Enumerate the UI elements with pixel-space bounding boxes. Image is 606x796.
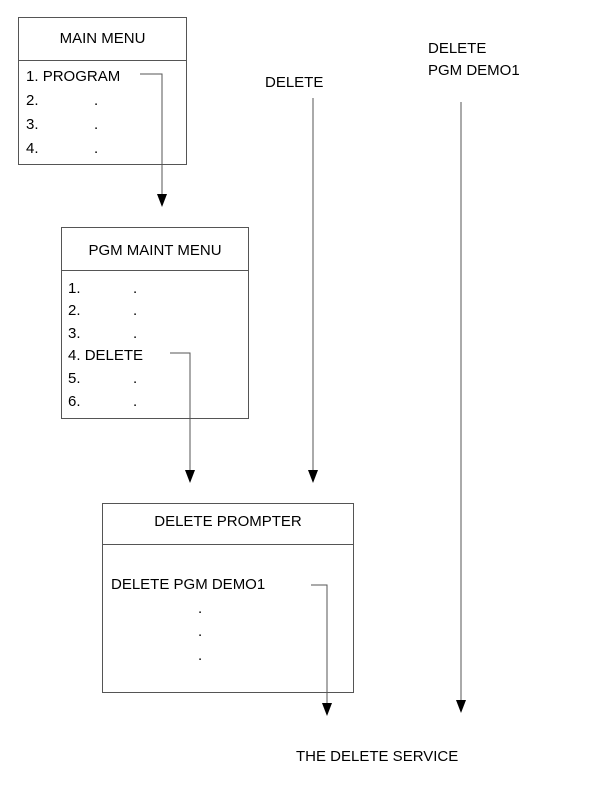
main-menu-item-label: .: [94, 140, 99, 157]
delete-prompter-dot-3: .: [198, 647, 203, 664]
main-menu-item-label: PROGRAM: [42, 68, 121, 85]
delete-prompter-command: DELETE PGM DEMO1: [111, 576, 266, 593]
delete-pgm-arrowhead: [456, 700, 466, 713]
main-menu-item-label: .: [94, 92, 99, 109]
pgm-maint-menu-title: PGM MAINT MENU: [88, 242, 222, 259]
main-menu-item-4: 4. .: [26, 140, 99, 157]
delete-prompter-box: DELETE PROMPTER DELETE PGM DEMO1 . . .: [102, 503, 354, 693]
pgm-maint-menu-item-6: 6. .: [68, 393, 138, 410]
main-menu-item-label: .: [94, 116, 99, 133]
main-menu-title: MAIN MENU: [59, 30, 146, 47]
pgm-maint-menu-item-label: .: [133, 393, 138, 410]
pgm-maint-menu-item-5: 5. .: [68, 370, 138, 387]
pgm-maint-menu-item-3: 3. .: [68, 325, 138, 342]
pgm-maint-menu-item-1: 1. .: [68, 280, 138, 297]
pgm-maint-menu-item-label: .: [133, 370, 138, 387]
pgm-maint-menu-item-label: .: [133, 280, 138, 297]
pgm-maint-menu-item-label: .: [133, 325, 138, 342]
main-menu-item-2: 2. .: [26, 92, 99, 109]
pgm-maint-menu-divider: [62, 270, 248, 271]
delete-prompter-divider: [103, 544, 353, 545]
pgm-maint-menu-item-4: 4. DELETE: [68, 347, 144, 364]
program-arrowhead: [157, 194, 167, 207]
main-menu-item-1: 1. PROGRAM: [26, 68, 121, 85]
delete-prompter-title: DELETE PROMPTER: [154, 513, 302, 530]
delete-prompter-dot-1: .: [198, 600, 203, 617]
delete-command-arrowhead: [308, 470, 318, 483]
delete-item-arrowhead: [185, 470, 195, 483]
main-menu-divider: [19, 60, 186, 61]
delete-prompter-dot-2: .: [198, 623, 203, 640]
pgm-maint-menu-box: PGM MAINT MENU 1. . 2. . 3. . 4. DELETE …: [61, 227, 249, 419]
main-menu-item-3: 3. .: [26, 116, 99, 133]
pgm-maint-menu-item-label: DELETE: [84, 347, 144, 364]
delete-pgm-label-line-1: DELETE: [428, 40, 487, 57]
main-menu-box: MAIN MENU 1. PROGRAM 2. . 3. . 4. .: [18, 17, 187, 165]
delete-service-label: THE DELETE SERVICE: [296, 748, 459, 765]
delete-pgm-label-line-2: PGM DEMO1: [428, 62, 520, 79]
prompter-command-arrowhead: [322, 703, 332, 716]
pgm-maint-menu-item-2: 2. .: [68, 302, 138, 319]
pgm-maint-menu-item-label: .: [133, 302, 138, 319]
delete-command-label: DELETE: [265, 74, 324, 91]
